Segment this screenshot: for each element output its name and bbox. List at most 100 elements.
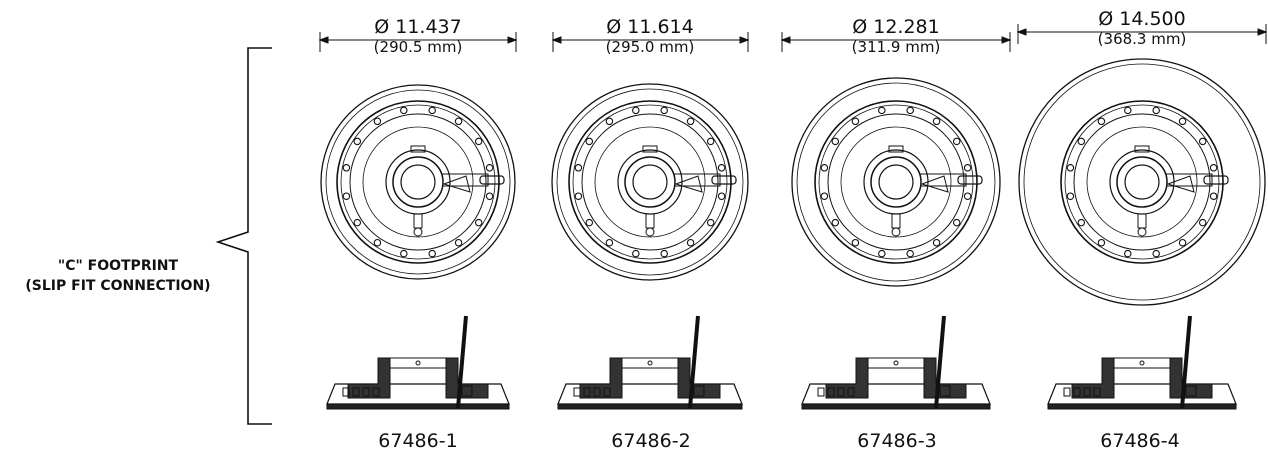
footprint-subtitle: (SLIP FIT CONNECTION): [25, 278, 211, 294]
bolt-icon: [706, 218, 715, 227]
diameter-inches-2: Ø 11.614: [606, 16, 694, 38]
shaft-icon: [1180, 315, 1192, 409]
bolt-icon: [1124, 106, 1132, 115]
bolt-icon: [851, 117, 860, 126]
top-view: [320, 84, 516, 280]
bolt-icon: [485, 164, 494, 172]
bolt-icon: [932, 117, 941, 126]
bolt-icon: [1198, 218, 1207, 227]
shaft-icon: [934, 315, 946, 409]
bolt-icon: [1209, 192, 1218, 200]
diameter-label-2: Ø 11.614 (295.0 mm): [570, 16, 730, 56]
handle-icon: [479, 175, 505, 185]
shaft-icon: [456, 315, 468, 409]
bolt-icon: [1152, 249, 1160, 258]
top-view: [791, 77, 1001, 287]
bolt-icon: [717, 164, 726, 172]
diameter-mm-3: (311.9 mm): [851, 38, 941, 56]
bolt-icon: [932, 238, 941, 247]
bolt-icon: [1066, 164, 1075, 172]
latch-icon: [645, 213, 655, 229]
bolt-icon: [574, 164, 583, 172]
section-view: [557, 315, 743, 410]
bolt-icon: [605, 238, 614, 247]
bolt-icon: [428, 106, 436, 115]
bolt-icon: [585, 218, 594, 227]
bolt-icon: [820, 192, 829, 200]
diameter-label-4: Ø 14.500 (368.3 mm): [1062, 8, 1222, 48]
part-number-4: 67486-4: [1100, 430, 1180, 452]
diameter-inches-3: Ø 12.281: [852, 16, 940, 38]
bolt-icon: [851, 238, 860, 247]
fitting-unit-2: [551, 32, 750, 410]
diameter-label-3: Ø 12.281 (311.9 mm): [816, 16, 976, 56]
bolt-icon: [1198, 137, 1207, 146]
bolt-icon: [632, 106, 640, 115]
dimension-line: [1016, 24, 1268, 44]
latch-icon: [1137, 213, 1147, 229]
bolt-icon: [574, 192, 583, 200]
grouping-brace: [215, 47, 272, 425]
diameter-inches-4: Ø 14.500: [1098, 8, 1186, 30]
bolt-icon: [1124, 249, 1132, 258]
bolt-icon: [400, 106, 408, 115]
bolt-icon: [353, 218, 362, 227]
handle-icon: [1203, 175, 1229, 185]
bolt-icon: [400, 249, 408, 258]
bolt-icon: [878, 106, 886, 115]
bolt-icon: [474, 137, 483, 146]
part-number-3: 67486-3: [857, 430, 937, 452]
part-number-1: 67486-1: [378, 430, 458, 452]
bolt-icon: [454, 238, 463, 247]
bolt-icon: [454, 117, 463, 126]
bolt-icon: [952, 137, 961, 146]
bolt-icon: [660, 249, 668, 258]
bolt-icon: [1178, 238, 1187, 247]
bolt-icon: [831, 218, 840, 227]
dimension-line: [551, 32, 750, 52]
diameter-mm-2: (295.0 mm): [605, 38, 695, 56]
handle-icon: [711, 175, 737, 185]
bolt-icon: [485, 192, 494, 200]
footprint-label: "C" FOOTPRINT (SLIP FIT CONNECTION): [0, 256, 236, 296]
bolt-icon: [660, 106, 668, 115]
bolt-icon: [1066, 192, 1075, 200]
fitting-unit-4: [1016, 24, 1268, 410]
top-view: [1018, 58, 1266, 306]
bolt-icon: [428, 249, 436, 258]
latch-icon: [891, 213, 901, 229]
bolt-icon: [706, 137, 715, 146]
bolt-icon: [1209, 164, 1218, 172]
bolt-icon: [1097, 117, 1106, 126]
section-view: [801, 315, 991, 410]
bolt-icon: [686, 238, 695, 247]
diameter-inches-1: Ø 11.437: [374, 16, 462, 38]
handle-icon: [957, 175, 983, 185]
bolt-icon: [585, 137, 594, 146]
diameter-mm-1: (290.5 mm): [373, 38, 463, 56]
diameter-label-1: Ø 11.437 (290.5 mm): [338, 16, 498, 56]
footprint-title: "C" FOOTPRINT: [57, 258, 179, 274]
shaft-icon: [688, 315, 700, 409]
bolt-icon: [963, 164, 972, 172]
bolt-icon: [342, 192, 351, 200]
bolt-icon: [373, 117, 382, 126]
bolt-icon: [952, 218, 961, 227]
top-view: [551, 83, 749, 281]
bolt-icon: [906, 106, 914, 115]
bolt-icon: [820, 164, 829, 172]
section-view: [1047, 315, 1237, 410]
bolt-icon: [1077, 218, 1086, 227]
fitting-unit-3: [780, 32, 1012, 410]
bolt-icon: [1152, 106, 1160, 115]
bolt-icon: [878, 249, 886, 258]
dimension-line: [780, 32, 1012, 52]
bolt-icon: [632, 249, 640, 258]
bolt-icon: [605, 117, 614, 126]
bolt-icon: [342, 164, 351, 172]
bolt-icon: [353, 137, 362, 146]
bolt-icon: [963, 192, 972, 200]
bolt-icon: [717, 192, 726, 200]
section-view: [326, 315, 510, 410]
